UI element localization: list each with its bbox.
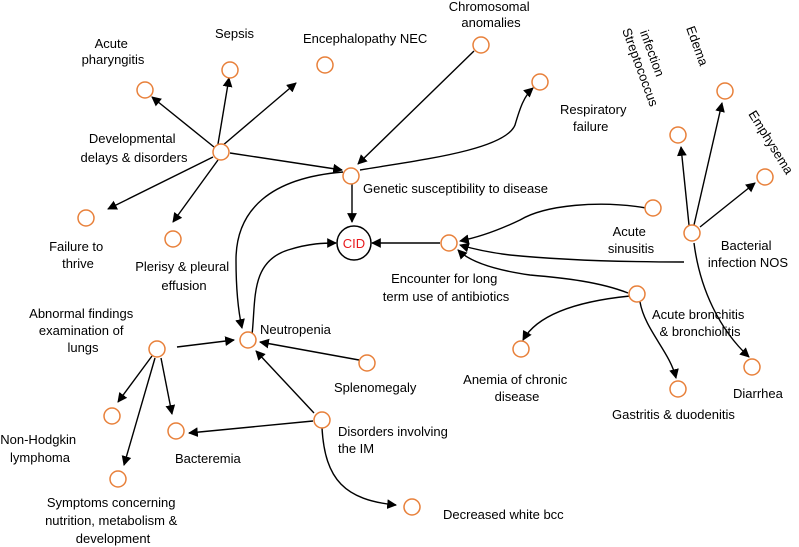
node-splenomegaly[interactable] — [358, 354, 376, 372]
edge-neutropenia-cid — [251, 238, 337, 336]
edge-developmental-pleurisy — [172, 159, 219, 223]
label-acute-sinusitis: Acute sinusitis — [608, 224, 655, 256]
node-failure-thrive[interactable] — [77, 209, 95, 227]
edge-splenomegaly-neutropenia — [259, 338, 360, 361]
node-sepsis[interactable] — [221, 61, 239, 79]
edge-developmental-encephalopathy — [221, 82, 297, 147]
node-diarrhea[interactable] — [743, 358, 761, 376]
node-decreased-wbc[interactable] — [403, 498, 421, 516]
node-non-hodgkin[interactable] — [103, 407, 121, 425]
node-chromosomal[interactable] — [472, 36, 490, 54]
node-encounter[interactable] — [440, 234, 458, 252]
label-abnormal-findings: Abnormal findings examination of lungs — [29, 306, 137, 355]
label-failure-thrive: Failure to thrive — [49, 239, 107, 271]
node-bacteremia[interactable] — [167, 422, 185, 440]
edge-bronchitis-gastritis — [639, 301, 679, 379]
edge-abnormal-nonhodgkin — [117, 355, 153, 403]
node-acute-pharyngitis[interactable] — [136, 81, 154, 99]
edge-genetic-neutropenia — [235, 171, 344, 329]
label-developmental: Developmental delays & disorders — [81, 131, 188, 165]
node-encephalopathy[interactable] — [316, 56, 334, 74]
label-encephalopathy: Encephalopathy NEC — [303, 31, 427, 46]
edge-developmental-sepsis — [217, 77, 233, 145]
label-sepsis: Sepsis — [215, 26, 255, 41]
label-acute-pharyngitis: Acute pharyngitis — [82, 36, 145, 67]
label-bacterial-infection: Bacterial infection NOS — [708, 238, 789, 270]
label-encounter: Encounter for long term use of antibioti… — [383, 271, 510, 304]
node-abnormal-findings[interactable] — [148, 340, 166, 358]
label-chromosomal: Chromosomal anomalies — [449, 0, 534, 30]
label-non-hodgkin: Non-Hodgkin lymphoma — [0, 432, 80, 465]
node-respiratory-failure[interactable] — [531, 73, 549, 91]
label-streptococcus: Streptococcus infection — [619, 20, 678, 111]
label-diarrhea: Diarrhea — [733, 386, 784, 401]
edge-bronchitis-encounter — [457, 249, 629, 294]
label-decreased-wbc: Decreased white bcc — [443, 507, 564, 522]
edge-bacterial-emphysema — [699, 182, 756, 228]
label-splenomegaly: Splenomegaly — [334, 380, 417, 395]
nodes — [77, 36, 774, 516]
edge-sinusitis-encounter — [459, 203, 647, 245]
edge-disorders-bacteremia — [188, 420, 314, 438]
node-cid[interactable] — [336, 225, 372, 261]
edge-developmental-pharyngitis — [151, 96, 215, 148]
edge-abnormal-symptoms — [121, 357, 156, 466]
label-pleurisy: Plerisy & pleural effusion — [135, 259, 233, 293]
label-gastritis: Gastritis & duodenitis — [612, 407, 735, 422]
label-genetic: Genetic susceptibility to disease — [363, 181, 548, 196]
node-pleurisy[interactable] — [164, 230, 182, 248]
label-symptoms: Symptoms concerning nutrition, metabolis… — [45, 495, 181, 546]
edge-bacterial-streptococcus — [677, 146, 690, 226]
node-edema[interactable] — [716, 82, 734, 100]
label-acute-bronchitis: Acute bronchitis & bronchiolitis — [652, 307, 748, 339]
node-gastritis[interactable] — [669, 380, 687, 398]
node-disorders-im[interactable] — [313, 411, 331, 429]
edge-disorders-decreased — [321, 427, 397, 510]
node-streptococcus[interactable] — [669, 126, 687, 144]
edge-abnormal-bacteremia — [160, 357, 176, 415]
edge-developmental-failure — [107, 156, 214, 210]
node-anemia[interactable] — [512, 340, 530, 358]
edge-bacterial-edema — [693, 102, 725, 226]
node-developmental[interactable] — [212, 143, 230, 161]
node-neutropenia[interactable] — [239, 331, 257, 349]
label-bacteremia: Bacteremia — [175, 451, 242, 466]
label-anemia: Anemia of chronic disease — [463, 372, 571, 404]
edge-disorders-neutropenia — [255, 350, 315, 414]
node-bacterial-infection[interactable] — [683, 224, 701, 242]
edges — [107, 50, 756, 510]
label-neutropenia: Neutropenia — [260, 322, 332, 337]
edge-bronchitis-anemia — [522, 295, 631, 341]
cid-label: CID — [343, 236, 365, 251]
edge-chromosomal-genetic — [357, 50, 475, 165]
label-emphysema: Emphysema — [745, 108, 796, 178]
node-acute-bronchitis[interactable] — [628, 285, 646, 303]
node-acute-sinusitis[interactable] — [644, 199, 662, 217]
node-symptoms[interactable] — [109, 470, 127, 488]
node-genetic[interactable] — [342, 167, 360, 185]
edge-genetic-respiratory — [359, 87, 534, 171]
node-emphysema[interactable] — [756, 168, 774, 186]
edge-developmental-genetic — [229, 152, 343, 174]
edge-bacterial-encounter — [459, 242, 685, 263]
label-edema: Edema — [683, 24, 711, 69]
label-disorders-im: Disorders involving the IM — [338, 424, 451, 456]
edge-abnormal-neutropenia — [176, 336, 235, 348]
edge-bacterial-diarrhea — [693, 242, 750, 358]
label-respiratory-failure: Respiratory failure — [560, 102, 630, 134]
